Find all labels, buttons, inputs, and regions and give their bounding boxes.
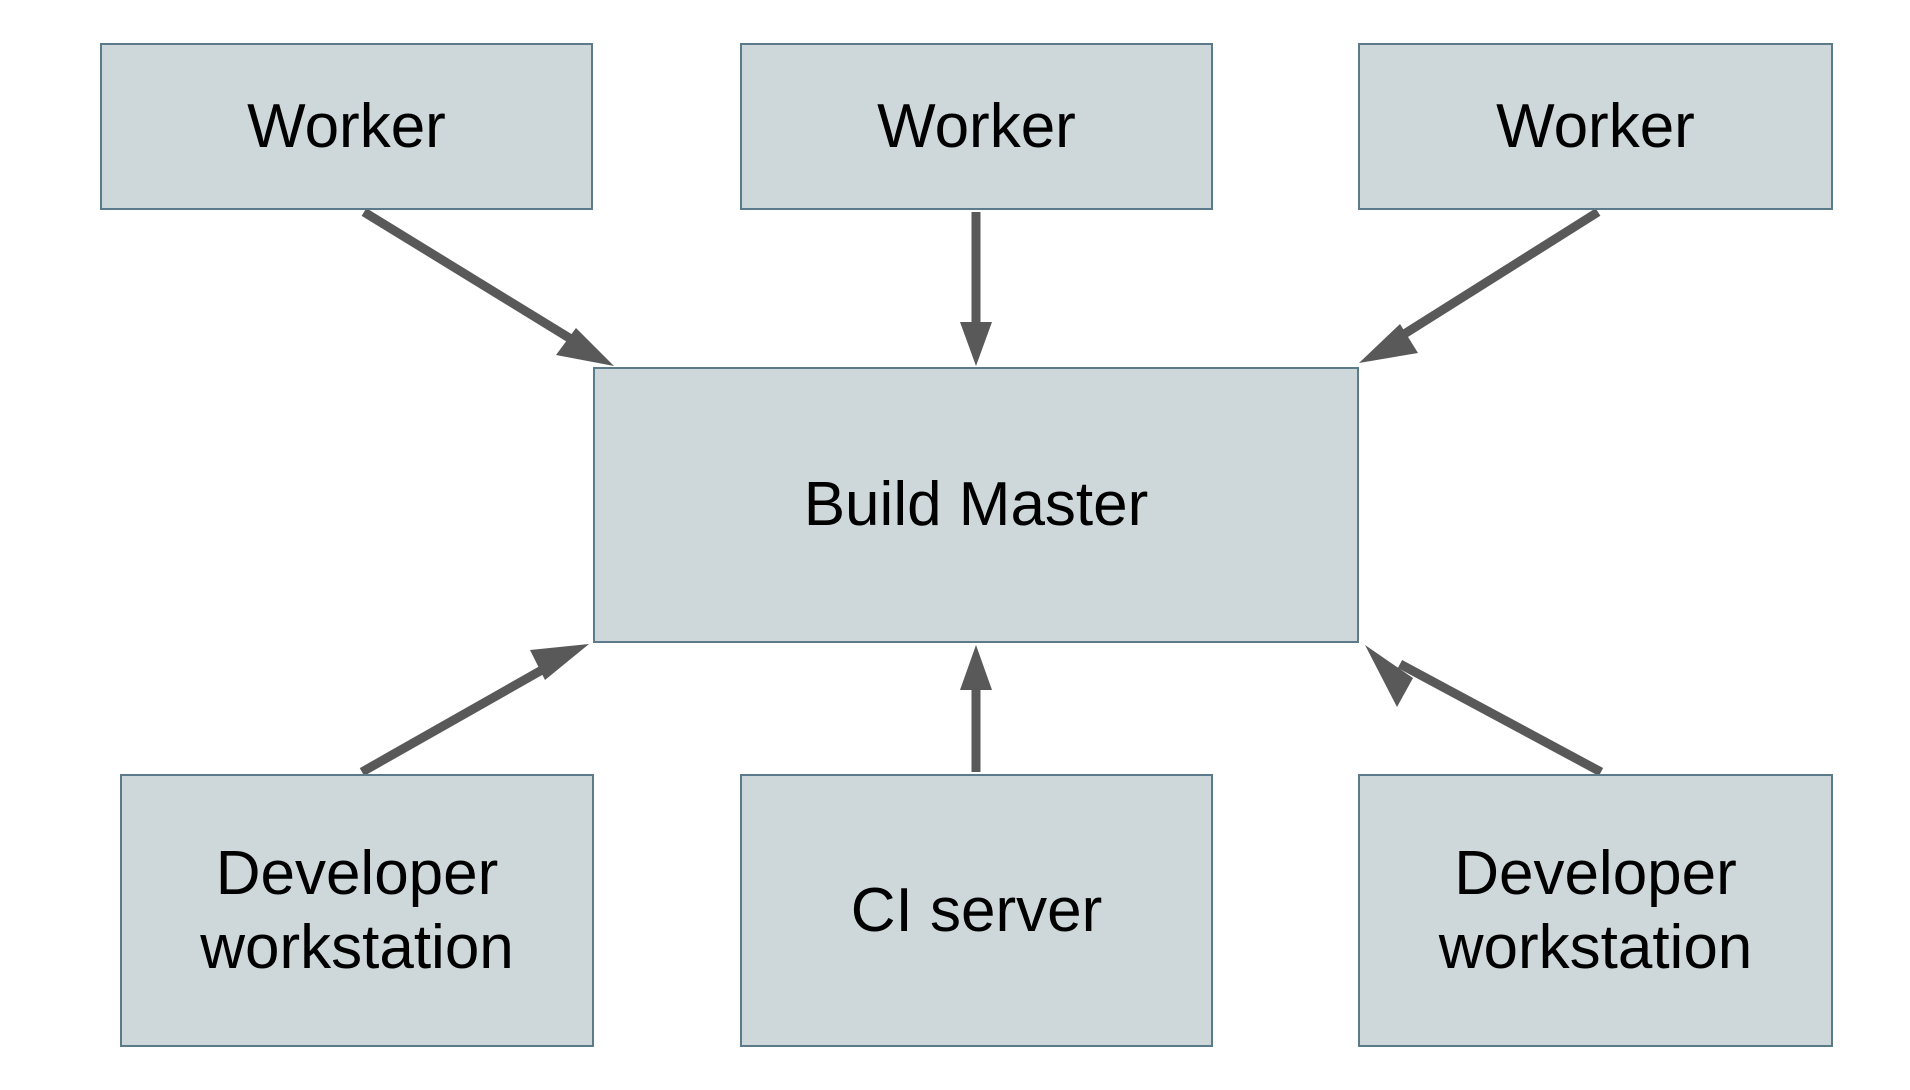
node-worker-1[interactable]: Worker bbox=[100, 43, 593, 210]
edge-worker-3-to-build-master bbox=[1359, 208, 1601, 363]
node-build-master[interactable]: Build Master bbox=[593, 367, 1359, 643]
edge-worker-2-to-build-master bbox=[960, 212, 992, 366]
node-developer-workstation-left[interactable]: Developer workstation bbox=[120, 774, 594, 1047]
node-worker-1-label: Worker bbox=[247, 91, 446, 161]
edge-ci-to-build-master bbox=[960, 645, 992, 772]
node-developer-workstation-right[interactable]: Developer workstation bbox=[1358, 774, 1833, 1047]
node-worker-3[interactable]: Worker bbox=[1358, 43, 1833, 210]
node-build-master-label: Build Master bbox=[803, 470, 1149, 540]
edge-dev-1-to-build-master bbox=[359, 644, 589, 776]
node-worker-3-label: Worker bbox=[1496, 91, 1695, 161]
node-developer-workstation-left-label: Developer workstation bbox=[200, 839, 514, 982]
node-worker-2[interactable]: Worker bbox=[740, 43, 1213, 210]
node-worker-2-label: Worker bbox=[877, 91, 1076, 161]
node-ci-server[interactable]: CI server bbox=[740, 774, 1213, 1047]
node-ci-server-label: CI server bbox=[850, 875, 1103, 945]
edge-dev-2-to-build-master bbox=[1365, 645, 1604, 776]
node-developer-workstation-right-label: Developer workstation bbox=[1438, 839, 1753, 982]
edge-worker-1-to-build-master bbox=[361, 208, 614, 366]
